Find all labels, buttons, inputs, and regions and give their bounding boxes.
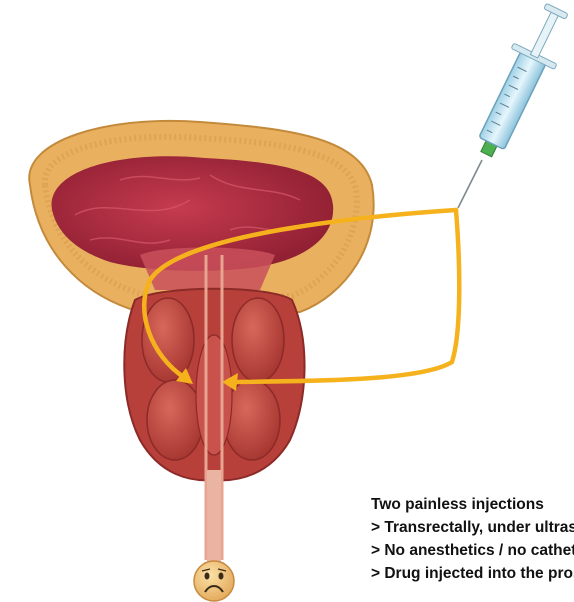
urethra-channel xyxy=(207,470,221,562)
sad-face-icon xyxy=(194,561,234,601)
syringe-needle xyxy=(458,160,482,208)
caption-block: Two painless injections > Transrectally,… xyxy=(371,493,574,602)
prostate xyxy=(124,255,304,562)
caption-point-3: > Drug injected into the prostate xyxy=(371,562,574,585)
caption-point-1: > Transrectally, under ultrasound guidan… xyxy=(371,516,574,539)
syringe-plunger xyxy=(530,11,558,58)
syringe-barrel xyxy=(479,52,546,150)
caption-heading: Two painless injections xyxy=(371,493,574,516)
bladder xyxy=(29,121,373,312)
prostate-left-lobe-lower xyxy=(147,380,203,460)
prostate-right-lobe xyxy=(232,298,284,382)
syringe-icon xyxy=(458,0,574,208)
caption-point-2: > No anesthetics / no catheter xyxy=(371,539,574,562)
prostate-center-lobe xyxy=(196,335,232,455)
